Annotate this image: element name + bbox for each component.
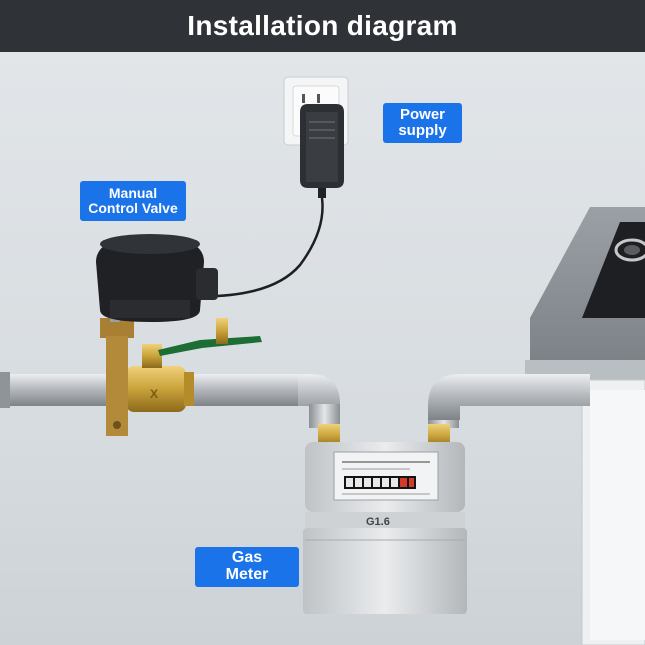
meter-outlet-pipe bbox=[428, 374, 590, 448]
power-supply-label-line2: supply bbox=[398, 122, 447, 139]
valve-label-line1: Manual bbox=[108, 185, 158, 202]
valve-actuator bbox=[96, 234, 218, 322]
page-title: Installation diagram bbox=[187, 10, 458, 41]
meter-counter-digits bbox=[346, 478, 414, 487]
meter-model-label: G1.6 bbox=[366, 516, 390, 528]
meter-inlet-pipe bbox=[298, 374, 340, 448]
gas-meter: G1.6 bbox=[303, 442, 467, 614]
gas-stove bbox=[525, 207, 645, 645]
svg-text:X: X bbox=[150, 387, 158, 401]
header-bar: Installation diagram bbox=[0, 0, 645, 52]
power-supply-label: Power supply bbox=[383, 103, 462, 143]
power-adapter bbox=[300, 104, 344, 198]
gas-meter-label: Gas Meter bbox=[195, 547, 299, 587]
gas-meter-label-line2: Meter bbox=[225, 566, 269, 583]
valve-label-line2: Control Valve bbox=[88, 200, 178, 216]
power-supply-label-line1: Power bbox=[399, 106, 445, 124]
gas-meter-label-line1: Gas bbox=[231, 549, 263, 567]
manual-control-valve-label: Manual Control Valve bbox=[80, 181, 186, 221]
